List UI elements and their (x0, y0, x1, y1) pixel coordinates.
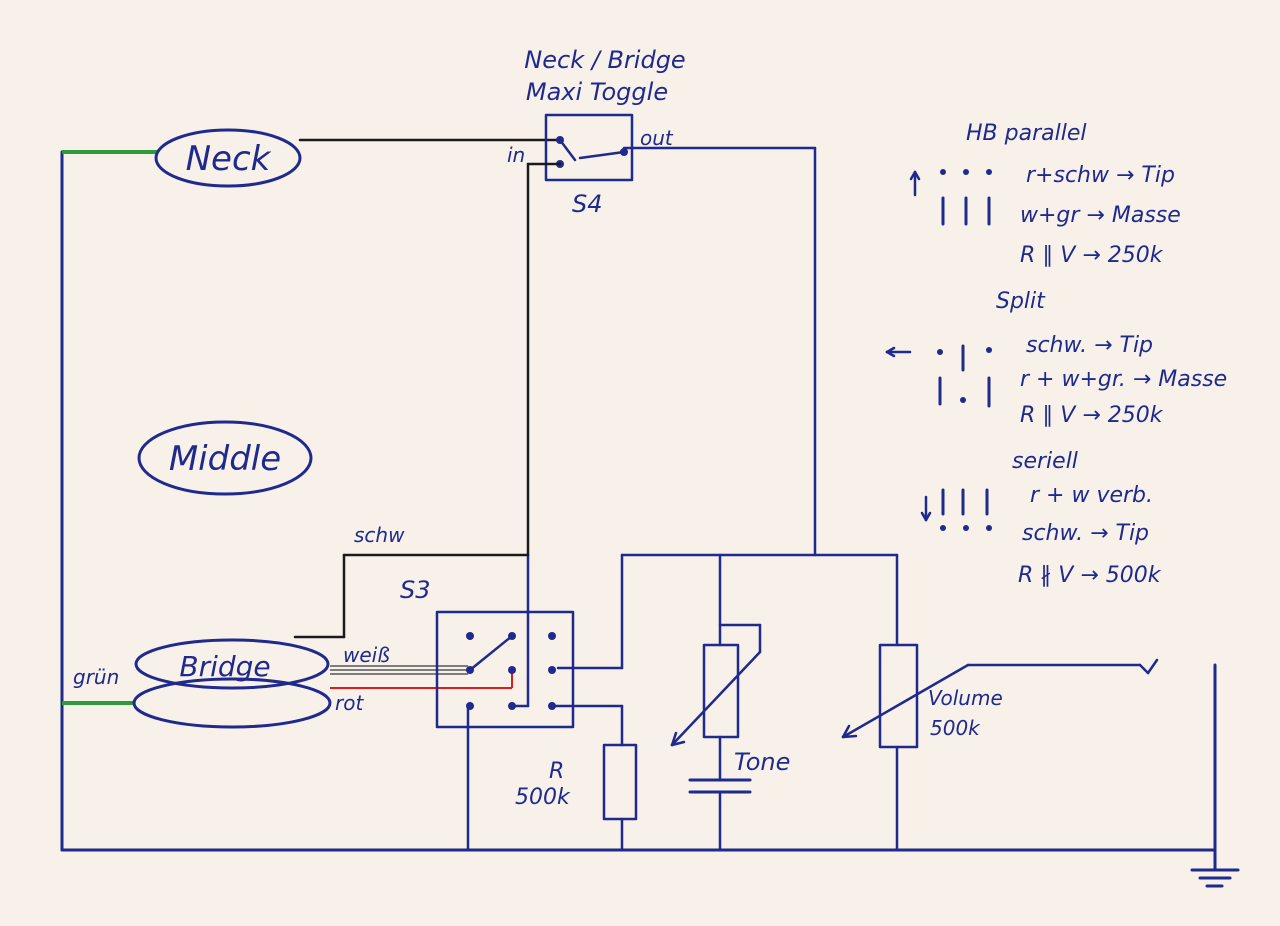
toggle-title-line1: Neck / Bridge (524, 46, 685, 74)
toggle-switch-s4: Neck / Bridge Maxi Toggle in out S4 (507, 46, 686, 218)
hot-line (556, 146, 899, 670)
legend-seriell-line-1: r + w verb. (1030, 483, 1153, 508)
rot-wire-label: rot (335, 691, 364, 715)
resistor-r-value: 500k (515, 785, 571, 810)
tone-label: Tone (734, 748, 790, 776)
tone-pot: Tone (670, 623, 790, 782)
middle-pickup: Middle (137, 420, 313, 496)
neck-pickup-label: Neck (186, 139, 272, 179)
toggle-out-label: out (640, 126, 674, 150)
volume-pot: Volume 500k (841, 643, 1159, 852)
legend-seriell: seriell r + w verb. schw. → Tip R ∦ V → … (920, 449, 1162, 588)
legend-split-line-2: r + w+gr. → Masse (1020, 367, 1227, 392)
seriell-symbol-icon (920, 488, 992, 531)
schw-wire-label: schw (354, 523, 405, 547)
legend-split-heading: Split (996, 289, 1046, 314)
schw-wire: schw (293, 523, 530, 639)
gruen-wire-label: grün (73, 665, 119, 689)
legend-split-line-1: schw. → Tip (1026, 333, 1153, 358)
toggle-in-label: in (507, 143, 525, 167)
volume-label: Volume (928, 686, 1003, 710)
legend-split-line-3: R ∥ V → 250k (1020, 403, 1164, 428)
resistor-r-label: R (549, 759, 564, 784)
split-symbol-icon (885, 344, 992, 408)
toggle-title-line2: Maxi Toggle (526, 78, 668, 106)
legend-hb-line-1: r+schw → Tip (1026, 163, 1175, 188)
legend-seriell-line-2: schw. → Tip (1022, 521, 1149, 546)
tone-capacitor-icon (688, 778, 752, 852)
weiss-wire: weiß (330, 643, 468, 675)
legend-hb-line-3: R ∥ V → 250k (1020, 243, 1164, 268)
resistor-r: R 500k (515, 704, 638, 852)
middle-pickup-label: Middle (169, 439, 281, 479)
legend-seriell-heading: seriell (1012, 449, 1078, 474)
legend-seriell-line-3: R ∦ V → 500k (1018, 563, 1162, 588)
switch-s3: S3 (400, 576, 575, 729)
bridge-pickup-label: Bridge (179, 650, 270, 683)
legend-hb-heading: HB parallel (966, 121, 1086, 146)
legend-hb-line-2: w+gr → Masse (1020, 203, 1181, 228)
rot-wire: rot (330, 672, 513, 715)
volume-value: 500k (930, 716, 981, 740)
neck-pickup: Neck (154, 128, 302, 188)
weiss-wire-label: weiß (343, 643, 390, 667)
legend-hb-parallel: HB parallel r+schw → Tip w+gr → Masse R … (909, 121, 1181, 268)
ground-bus (60, 150, 1217, 870)
ground-symbol-icon (1190, 868, 1240, 888)
hb-parallel-symbol-icon (909, 169, 992, 226)
switch-s3-label: S3 (400, 576, 431, 604)
bridge-pickup: Bridge (132, 638, 332, 729)
legend-split: Split schw. → Tip r + w+gr. → Masse R ∥ … (885, 289, 1227, 428)
toggle-in-wire (526, 162, 562, 708)
toggle-s4-label: S4 (572, 190, 603, 218)
